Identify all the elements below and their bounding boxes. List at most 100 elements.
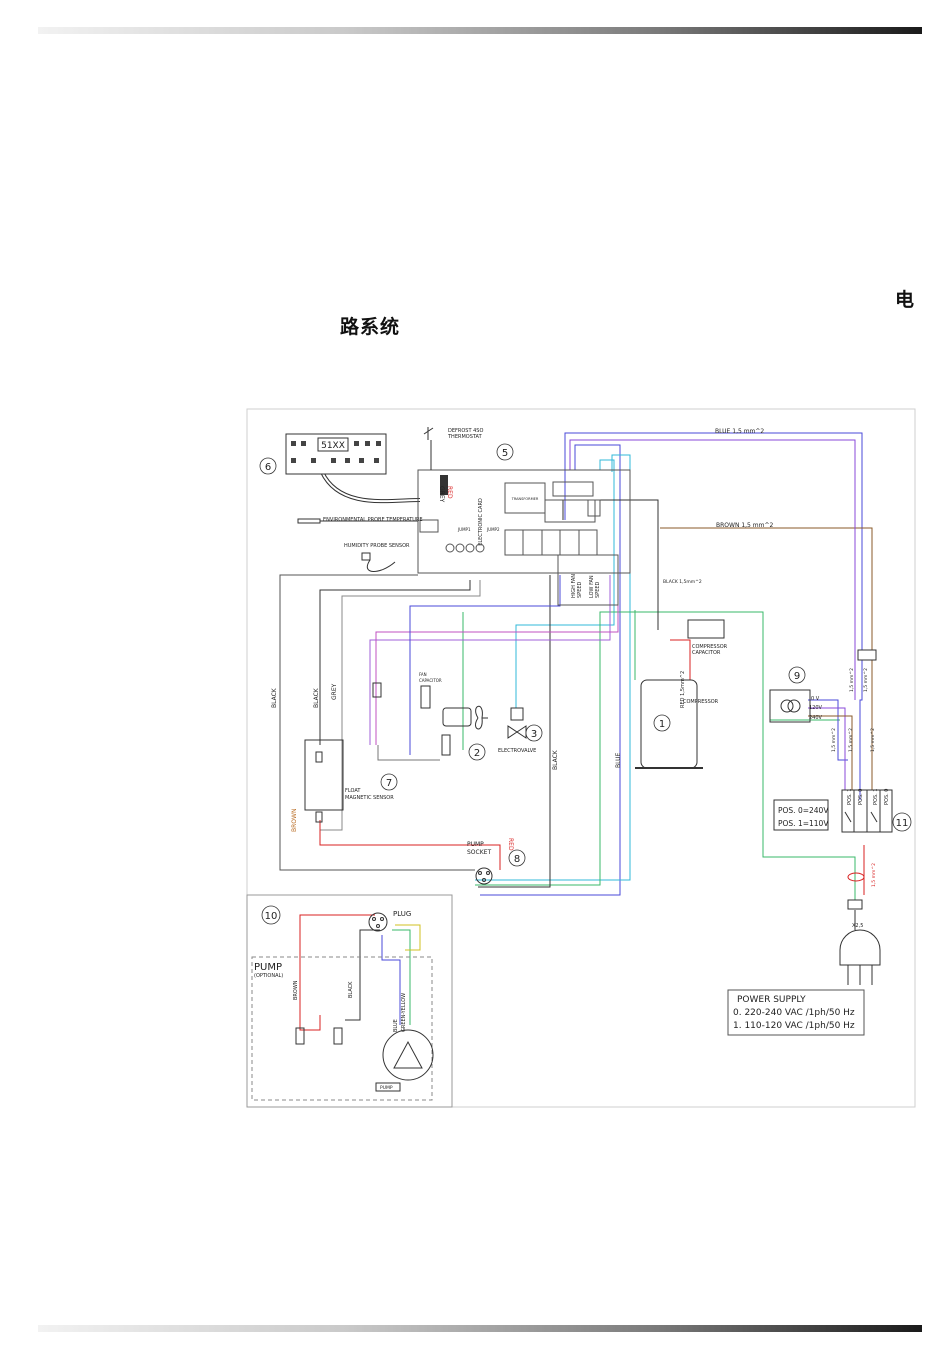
wire-pump-red [299, 914, 375, 1031]
label-0v: 0 V [811, 696, 820, 702]
label-green-yellow: GREEN-YELLOW [401, 993, 407, 1032]
label-electronic-card: ELECTRONIC CARD [478, 498, 484, 546]
label-env-probe: ENVIRONMENTAL PROBE TEMPERATURE [323, 517, 423, 523]
display-board: 51XX [285, 433, 387, 475]
label-240v: 240V [809, 715, 823, 721]
label-brown-pump: BROWN [293, 980, 299, 1000]
label-black-1: BLACK [271, 687, 278, 708]
label-high-fan-l2: SPEED [577, 581, 583, 598]
label-high-fan-l1: HIGH FAN [571, 574, 577, 598]
label-mm-b: 1,5 mm^2 [863, 668, 869, 692]
label-defrost-l2: THERMOSTAT [447, 434, 483, 440]
wire-black-left [279, 574, 475, 871]
label-pump-socket-l1: PUMP [467, 841, 484, 848]
display-cable [320, 471, 421, 504]
label-mm-d: 1,5 mm^2 [848, 728, 854, 752]
top-decorative-bar [38, 27, 922, 34]
humidity-probe [361, 552, 371, 561]
wire-fan-grey [377, 745, 440, 761]
label-mm-red: 1,5 mm^2 [871, 863, 877, 887]
wire-xfmr-0 [808, 699, 848, 761]
label-electrovalve: ELECTROVALVE [498, 748, 536, 754]
label-defrost-l1: DEFROST 4SO [448, 428, 483, 434]
label-mm-c: 1,5 mm^2 [831, 728, 837, 752]
label-comp-cap-l2: CAPACITOR [692, 650, 721, 656]
wire-grey [320, 580, 481, 831]
display-model: 51XX [321, 441, 345, 451]
display-cable-inner [321, 471, 421, 503]
callout-5 [496, 443, 514, 461]
wire-cyan-b [515, 459, 615, 708]
label-pos-240: POS. 0=240V [778, 806, 829, 815]
float-sensor [304, 739, 344, 823]
label-red-pump: RED [507, 838, 514, 851]
callout-6-text: 6 [265, 462, 271, 473]
label-low-fan-l2: SPEED [595, 581, 601, 598]
pump-plug [368, 912, 388, 932]
label-pos1-a: POS. 1 [847, 789, 853, 805]
label-red: RED [446, 486, 453, 499]
label-transformer: TRANSFORMER [511, 497, 539, 501]
callouts [259, 443, 912, 925]
wire-black-main [478, 575, 551, 888]
label-fan-cap-l2: CAPACITOR [419, 678, 442, 683]
callout-1-text: 1 [659, 719, 665, 730]
callout-1 [653, 714, 671, 732]
callout-10 [261, 905, 281, 925]
diagram-frame [246, 408, 916, 1108]
fan-motor [442, 707, 472, 727]
label-plug: PLUG [393, 910, 411, 918]
connector-block [857, 649, 877, 661]
pos-legend-box [773, 799, 829, 831]
label-float-l2: MAGNETIC SENSOR [345, 795, 394, 801]
fan-capacitor [420, 685, 431, 709]
label-jump2: JUMP2 [486, 527, 500, 532]
callout-5-text: 5 [502, 448, 508, 459]
wire-cyan-a [475, 454, 631, 881]
bottom-decorative-bar [38, 1325, 922, 1332]
label-pump-title: PUMP [254, 962, 282, 973]
label-pump-small: PUMP [380, 1085, 393, 1091]
plug-connector [847, 899, 863, 910]
label-black-2: BLACK [313, 687, 320, 708]
env-probe [297, 518, 321, 524]
label-pos0-a: POS. 0 [858, 789, 864, 805]
label-psu-title: POWER SUPPLY [737, 995, 806, 1005]
label-blue-wire: BLUE 1,5 mm^2 [715, 428, 764, 435]
label-jump1: JUMP1 [457, 527, 471, 532]
label-mm-e: 1,5 mm^2 [870, 728, 876, 752]
wire-pump-black [345, 929, 380, 1021]
wire-blue-main-2 [859, 655, 863, 800]
label-black-pump: BLACK [348, 981, 354, 998]
wire-purple-a [569, 439, 856, 700]
wire-pump-gy [392, 929, 411, 1025]
label-120v: 120V [809, 705, 823, 711]
wire-magenta-fan [375, 575, 619, 745]
label-brown: BROWN [291, 809, 298, 832]
pump-label-box [375, 1082, 401, 1092]
label-brown-wire: BROWN 1,5 mm^2 [716, 522, 774, 529]
wire-black-2 [319, 580, 471, 745]
pump-motor [382, 1029, 434, 1081]
label-pos-110: POS. 1=110V [778, 819, 829, 828]
pump-socket [475, 867, 493, 885]
small-resistor [372, 682, 382, 698]
wire-pump-blue [381, 935, 401, 1025]
callout-7 [380, 773, 398, 791]
callout-7-text: 7 [386, 778, 392, 789]
transformer [769, 689, 811, 723]
label-pos1-b: POS. 1 [873, 789, 879, 805]
label-low-fan-l1: LOW FAN [589, 575, 595, 598]
pump-optional-box [251, 956, 433, 1101]
wire-purple-fan [369, 575, 611, 745]
wire-red-cap [670, 639, 691, 680]
wire-blue-compressor [480, 444, 621, 896]
callout-10-text: 10 [265, 911, 278, 922]
callout-2 [468, 743, 486, 761]
label-grey-top: GREY [438, 486, 445, 503]
callout-2-text: 2 [474, 748, 480, 759]
label-black-3: BLACK [552, 749, 559, 770]
defrost-thermostat: DEFROST 4SO THERMOSTAT [423, 427, 483, 470]
callout-3-text: 3 [531, 729, 537, 740]
